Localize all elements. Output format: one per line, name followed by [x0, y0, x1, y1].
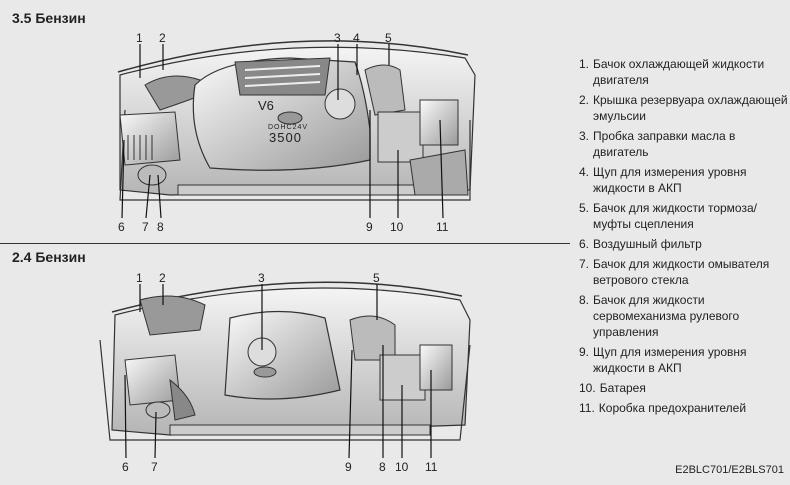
legend-item: 8.Бачок для жидкости сервомеханизма руле… [579, 292, 789, 340]
legend-text: Крышка резервуара охлаждающей эмульсии [593, 93, 788, 123]
callout-2: 2 [159, 31, 166, 45]
callout-10: 10 [390, 220, 404, 234]
component-legend: 1.Бачок охлаждающей жидкости двигателя 2… [579, 56, 789, 420]
section-divider [0, 243, 570, 244]
callout-5: 5 [385, 31, 392, 45]
callout-8: 8 [379, 460, 386, 474]
legend-number: 4. [579, 165, 590, 179]
legend-text: Бачок для жидкости тормоза/ муфты сцепле… [593, 201, 757, 231]
legend-number: 5. [579, 201, 590, 215]
legend-number: 7. [579, 257, 590, 271]
legend-number: 3. [579, 129, 590, 143]
engine-bay-3-5: V6 DOHC24V 3500 1 2 3 4 5 6 7 8 9 10 11 [117, 31, 476, 234]
legend-number: 9. [579, 345, 590, 359]
legend-item: 9.Щуп для измерения уровня жидкости в АК… [579, 344, 789, 376]
engine-model-label: V6 [258, 98, 274, 113]
engine-bay-2-4: 1 2 3 5 6 7 9 8 10 11 [99, 271, 471, 474]
legend-number: 2. [579, 93, 590, 107]
callout-11: 11 [425, 460, 438, 474]
legend-text: Щуп для измерения уровня жидкости в АКП [593, 165, 747, 195]
callout-11: 11 [436, 220, 449, 234]
legend-number: 10. [579, 381, 596, 395]
legend-item: 5.Бачок для жидкости тормоза/ муфты сцеп… [579, 200, 789, 232]
legend-text: Бачок для жидкости сервомеханизма рулево… [593, 293, 740, 339]
callout-3: 3 [258, 271, 265, 285]
figure-code: E2BLC701/E2BLS701 [675, 464, 784, 476]
legend-item: 3.Пробка заправки масла в двигатель [579, 128, 789, 160]
legend-text: Пробка заправки масла в двигатель [593, 129, 736, 159]
callout-5: 5 [373, 271, 380, 285]
callout-8: 8 [157, 220, 164, 234]
legend-number: 6. [579, 237, 590, 251]
callout-2: 2 [159, 271, 166, 285]
callout-6: 6 [122, 460, 129, 474]
legend-number: 1. [579, 57, 590, 71]
brand-logo-icon [277, 111, 303, 125]
legend-item: 1.Бачок охлаждающей жидкости двигателя [579, 56, 789, 88]
legend-item: 11.Коробка предохранителей [579, 400, 789, 416]
legend-item: 4.Щуп для измерения уровня жидкости в АК… [579, 164, 789, 196]
legend-text: Батарея [599, 381, 646, 395]
legend-number: 11. [579, 401, 595, 415]
legend-item: 6.Воздушный фильтр [579, 236, 789, 252]
callout-1: 1 [136, 31, 143, 45]
callout-1: 1 [136, 271, 143, 285]
legend-text: Коробка предохранителей [598, 401, 747, 415]
callout-9: 9 [345, 460, 352, 474]
callout-10: 10 [395, 460, 409, 474]
engine-code-label: DOHC24V [268, 124, 308, 131]
legend-text: Щуп для измерения уровня жидкости в АКП [593, 345, 747, 375]
legend-number: 8. [579, 293, 590, 307]
legend-item: 7.Бачок для жидкости омывателя ветрового… [579, 256, 789, 288]
engine-illustrations: V6 DOHC24V 3500 1 2 3 4 5 6 7 8 9 10 11 [99, 31, 476, 474]
legend-text: Бачок для жидкости омывателя ветрового с… [593, 257, 770, 287]
callout-4: 4 [353, 31, 360, 45]
callout-3: 3 [334, 31, 341, 45]
engine-displacement-label: 3500 [269, 130, 302, 145]
brand-logo-icon [253, 366, 277, 378]
legend-item: 10.Батарея [579, 380, 789, 396]
section-title-3-5: 3.5 Бензин [12, 10, 86, 26]
legend-item: 2.Крышка резервуара охлаждающей эмульсии [579, 92, 789, 124]
section-title-2-4: 2.4 Бензин [12, 249, 86, 265]
legend-text: Бачок охлаждающей жидкости двигателя [593, 57, 765, 87]
callout-9: 9 [366, 220, 373, 234]
legend-text: Воздушный фильтр [593, 237, 702, 251]
callout-6: 6 [118, 220, 125, 234]
callout-7: 7 [142, 220, 149, 234]
callout-7: 7 [151, 460, 158, 474]
